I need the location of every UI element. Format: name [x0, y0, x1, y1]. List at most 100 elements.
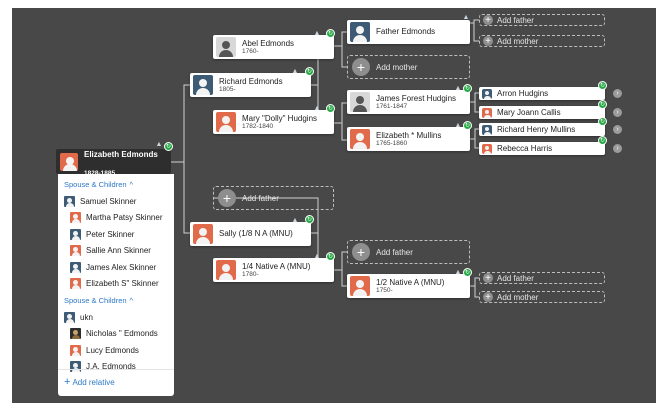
female-avatar-icon [70, 212, 81, 224]
record-hint-badge-icon[interactable]: ↻ [326, 104, 335, 113]
hint-icon[interactable]: ▲ [291, 216, 299, 224]
add-mother-button[interactable]: +Add mother [347, 55, 470, 79]
hint-icon[interactable]: ▲ [313, 104, 321, 112]
person-card-richard-henry-mullins[interactable]: Richard Henry Mullins [479, 123, 605, 136]
female-avatar-icon [216, 260, 236, 280]
hint-icon[interactable]: ▲ [462, 13, 470, 21]
child-row[interactable]: J.A. Edmonds [58, 359, 174, 376]
hint-icon[interactable]: ▲ [454, 121, 462, 129]
spouse-row[interactable]: Samuel Skinner [58, 193, 174, 210]
child-row[interactable]: Peter Skinner [58, 226, 174, 243]
person-dates: 1780- [242, 270, 259, 278]
record-hint-badge-icon[interactable]: ↻ [463, 268, 472, 277]
male-avatar-icon [70, 228, 81, 240]
expand-arrow-icon[interactable]: › [613, 125, 622, 134]
hint-icon[interactable]: ▲ [313, 252, 321, 260]
person-card-rebecca-harris[interactable]: Rebecca Harris [479, 142, 605, 155]
child-row[interactable]: Elizabeth S" Skinner [58, 276, 174, 293]
spouse-children-section-toggle[interactable]: Spouse & Children^ [58, 292, 174, 309]
add-mother-button[interactable]: +Add mother [479, 291, 605, 303]
add-relative-link[interactable]: +Add relative [64, 376, 115, 388]
person-card-half-native[interactable]: 1/2 Native A (MNU)1750- [347, 274, 470, 298]
person-name: 1/2 Native A (MNU) [376, 277, 445, 287]
person-card-mary-joann-callis[interactable]: Mary Joann Callis [479, 106, 605, 119]
add-mother-button[interactable]: +Add mother [479, 35, 605, 47]
hint-icon[interactable]: ▲ [454, 268, 462, 276]
chevron-up-icon: ^ [129, 180, 134, 189]
person-name: Arron Hudgins [497, 88, 549, 98]
record-hint-badge-icon[interactable]: ↻ [305, 67, 314, 76]
female-avatar-icon [216, 112, 236, 132]
add-father-button[interactable]: +Add father [347, 240, 470, 264]
person-dates: 1805- [219, 85, 236, 93]
expand-arrow-icon[interactable]: › [613, 144, 622, 153]
male-avatar-icon [482, 124, 492, 135]
expand-arrow-icon[interactable]: › [613, 108, 622, 117]
person-name: Father Edmonds [376, 27, 436, 37]
plus-icon: + [352, 58, 370, 76]
hint-icon[interactable]: ▲ [313, 29, 321, 37]
female-avatar-icon [350, 276, 370, 296]
male-avatar-icon [70, 361, 81, 373]
person-card-quarter-native[interactable]: 1/4 Native A (MNU)1780- [213, 258, 334, 282]
spouse-children-section-toggle[interactable]: Spouse & Children^ [58, 176, 174, 193]
focus-person-name: Elizabeth Edmonds [84, 149, 158, 159]
person-card-arron-hudgins[interactable]: Arron Hudgins [479, 87, 605, 100]
expand-arrow-icon[interactable]: › [613, 89, 622, 98]
male-avatar-icon [64, 195, 75, 207]
female-avatar-icon [482, 107, 492, 118]
person-name: Abel Edmonds [242, 38, 295, 48]
child-row[interactable]: James Alex Skinner [58, 259, 174, 276]
focus-person-card[interactable]: Elizabeth Edmonds 1828-1885 [56, 149, 171, 177]
female-avatar-icon [70, 278, 81, 290]
record-hint-badge-icon[interactable]: ↻ [463, 84, 472, 93]
hint-icon[interactable]: ▲ [155, 140, 163, 148]
person-name: Mary Joann Callis [497, 107, 561, 117]
record-hint-badge-icon[interactable]: ↻ [598, 100, 607, 109]
add-father-button[interactable]: +Add father [479, 14, 605, 26]
person-name: Elizabeth * Mullins [376, 130, 442, 140]
child-name: Lucy Edmonds [86, 345, 139, 355]
child-name: Martha Patsy Skinner [86, 213, 163, 223]
record-hint-badge-icon[interactable]: ↻ [305, 215, 314, 224]
child-row[interactable]: Lucy Edmonds [58, 342, 174, 359]
person-name: Sally (1/8 N A (MNU) [219, 229, 293, 239]
hint-icon[interactable]: ▲ [291, 67, 299, 75]
female-avatar-icon [70, 344, 81, 356]
spouse-row[interactable]: ukn [58, 309, 174, 326]
add-father-button[interactable]: +Add father [213, 186, 334, 210]
child-row[interactable]: Sallie Ann Skinner [58, 243, 174, 260]
child-name: Peter Skinner [86, 229, 135, 239]
child-name: Nicholas " Edmonds [86, 329, 158, 339]
record-hint-badge-icon[interactable]: ↻ [598, 136, 607, 145]
child-row[interactable]: Martha Patsy Skinner [58, 210, 174, 227]
tree-canvas[interactable]: Elizabeth Edmonds 1828-1885 ▲ ↻ Spouse &… [12, 8, 656, 403]
add-father-label: Add father [497, 15, 534, 25]
male-avatar-icon [193, 75, 213, 95]
photo-thumbnail-icon [216, 37, 236, 57]
record-hint-badge-icon[interactable]: ↻ [598, 117, 607, 126]
add-father-button[interactable]: +Add father [479, 272, 605, 284]
person-card-sally[interactable]: Sally (1/8 N A (MNU) [190, 222, 311, 246]
person-card-father-edmonds[interactable]: Father Edmonds [347, 20, 470, 44]
record-hint-badge-icon[interactable]: ↻ [463, 121, 472, 130]
person-name: James Forest Hudgins [376, 93, 457, 103]
person-name: Mary "Dolly" Hudgins [242, 113, 318, 123]
hint-icon[interactable]: ▲ [454, 84, 462, 92]
male-avatar-icon [350, 22, 370, 42]
child-row[interactable]: Nicholas " Edmonds [58, 326, 174, 343]
female-avatar-icon [482, 143, 492, 154]
record-hint-badge-icon[interactable]: ↻ [326, 29, 335, 38]
person-dates: 1765-1860 [376, 139, 408, 147]
record-hint-badge-icon[interactable]: ↻ [164, 142, 173, 151]
spouse-name: ukn [80, 312, 93, 322]
record-hint-badge-icon[interactable]: ↻ [326, 252, 335, 261]
focus-person-dates: 1828-1885 [84, 169, 116, 177]
male-avatar-icon [70, 261, 81, 273]
record-hint-badge-icon[interactable]: ↻ [598, 81, 607, 90]
